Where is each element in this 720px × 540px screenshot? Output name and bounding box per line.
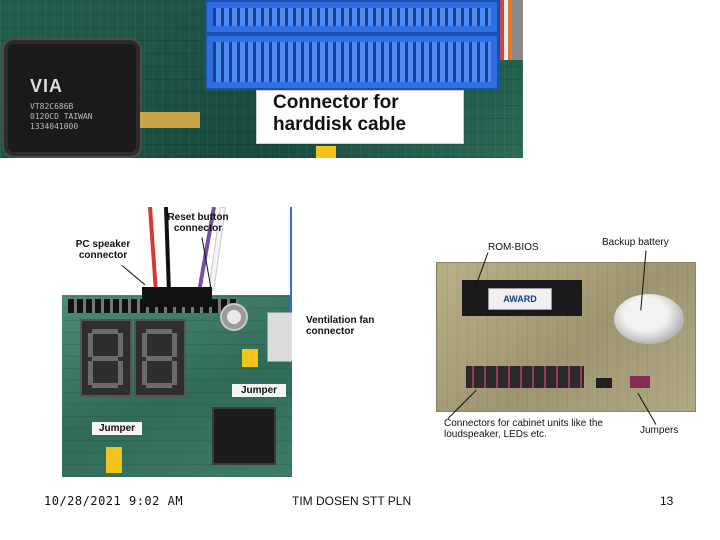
ide-connector-upper bbox=[205, 0, 499, 34]
rom-bios-label: ROM-BIOS bbox=[488, 242, 539, 253]
label-box bbox=[256, 90, 464, 144]
chip-text-line: VT82C686B bbox=[30, 102, 74, 111]
seven-segment-display bbox=[80, 319, 132, 397]
front-panel-connectors-photo: PC speaker connector Reset button connec… bbox=[62, 207, 292, 477]
jumper-label: Jumper bbox=[232, 384, 286, 397]
jumper bbox=[630, 376, 650, 388]
yellow-jumper bbox=[106, 447, 122, 473]
slide-footer-text: TIM DOSEN STT PLN bbox=[292, 494, 412, 508]
jumper bbox=[596, 378, 612, 388]
red-wire bbox=[148, 207, 158, 292]
slide-page-number: 13 bbox=[660, 494, 674, 508]
chip-text-line: 1334041000 bbox=[30, 122, 79, 131]
reset-button-label: Reset button connector bbox=[167, 212, 229, 234]
via-chipset: VIA VT82C686B 0120CD TAIWAN 1334041000 bbox=[8, 44, 136, 152]
harddisk-connector-label: Connector for harddisk cable bbox=[273, 92, 407, 135]
harddisk-connector-photo: VIA VT82C686B 0120CD TAIWAN 1334041000 C… bbox=[0, 0, 523, 158]
slide-date: 10/28/2021 9:02 AM bbox=[44, 494, 184, 508]
cabinet-connectors-label: Connectors for cabinet units like the lo… bbox=[444, 418, 603, 440]
bios-sticker: AWARD bbox=[488, 288, 552, 310]
cabinet-connector-row bbox=[466, 366, 584, 388]
gold-contact-strip bbox=[140, 112, 200, 128]
yellow-jumper bbox=[316, 146, 336, 158]
yellow-jumper bbox=[242, 349, 258, 367]
ide-connector-lower bbox=[205, 34, 499, 90]
mounting-screw bbox=[220, 303, 248, 331]
chip-logo: VIA bbox=[30, 76, 64, 96]
chip-text-line: 0120CD TAIWAN bbox=[30, 112, 93, 121]
fan-connector-plug bbox=[267, 312, 292, 362]
blue-wire bbox=[290, 207, 292, 317]
pc-speaker-label: PC speaker connector bbox=[75, 239, 131, 261]
jumper-label: Jumper bbox=[92, 422, 142, 435]
ventilation-fan-label: Ventilation fan connector bbox=[306, 315, 375, 337]
backup-battery-label: Backup battery bbox=[602, 237, 669, 248]
seven-segment-display bbox=[134, 319, 186, 397]
rom-bios-photo: AWARD ROM-BIOS Backup battery Connectors… bbox=[436, 232, 696, 440]
jumpers-label: Jumpers bbox=[640, 425, 679, 436]
cable-bundle bbox=[500, 0, 523, 60]
speaker-reset-header bbox=[142, 287, 212, 307]
ic-chip bbox=[212, 407, 276, 465]
backup-battery bbox=[614, 294, 684, 344]
callout-arrow bbox=[121, 265, 146, 286]
